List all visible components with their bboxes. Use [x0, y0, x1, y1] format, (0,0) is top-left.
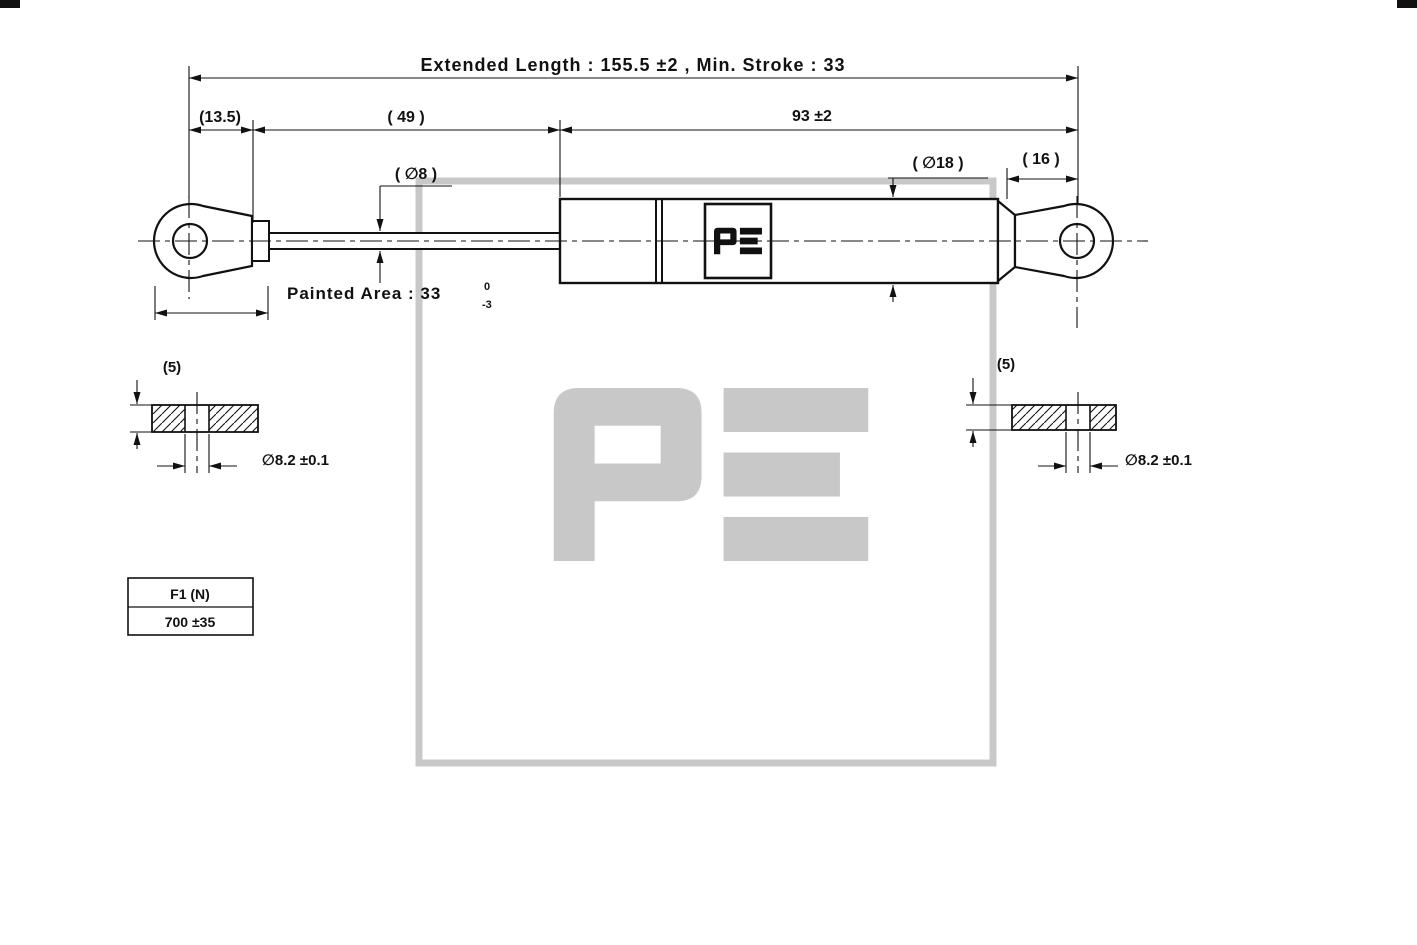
- painted-area-label: Painted Area : 33: [287, 284, 441, 303]
- watermark-frame: [415, 177, 997, 767]
- scan-artifact-left: [0, 0, 20, 8]
- plate-section: [1011, 404, 1117, 431]
- dim-49-label: ( 49 ): [387, 109, 424, 126]
- watermark: [415, 177, 997, 767]
- rod-diameter-label: ( ∅8 ): [395, 166, 437, 183]
- left-eyelet-detail: [130, 380, 259, 473]
- right-eyelet-detail: [966, 378, 1118, 473]
- extended-length-label: Extended Length : 155.5 ±2 , Min. Stroke…: [421, 55, 846, 75]
- hatch-area: [1090, 405, 1116, 430]
- painted-area-tol-upper: 0: [484, 281, 490, 293]
- right-detail-thickness-label: (5): [997, 356, 1015, 373]
- force-table-header: F1 (N): [170, 586, 210, 602]
- dim-13-5-label: (13.5): [199, 109, 241, 126]
- hatch-area: [152, 405, 185, 432]
- right-detail-hole-label: ∅8.2 ±0.1: [1125, 452, 1192, 469]
- force-table-value: 700 ±35: [165, 614, 216, 630]
- pe-watermark-logo-icon: [553, 388, 869, 561]
- hatch-area: [1012, 405, 1066, 430]
- annotations: Extended Length : 155.5 ±2 , Min. Stroke…: [163, 55, 1192, 469]
- left-detail-thickness-label: (5): [163, 359, 181, 376]
- eyelet-length-label: ( 16 ): [1022, 151, 1059, 168]
- painted-area-tol-lower: -3: [482, 299, 492, 311]
- scan-artifact-right: [1397, 0, 1417, 8]
- dimension-lines: [154, 66, 1079, 320]
- force-table: F1 (N) 700 ±35: [127, 577, 254, 636]
- body-diameter-label: ( ∅18 ): [912, 155, 963, 172]
- dim-93-label: 93 ±2: [792, 108, 832, 125]
- left-detail-hole-label: ∅8.2 ±0.1: [262, 452, 329, 469]
- hatch-area: [209, 405, 258, 432]
- plate-section: [151, 404, 259, 433]
